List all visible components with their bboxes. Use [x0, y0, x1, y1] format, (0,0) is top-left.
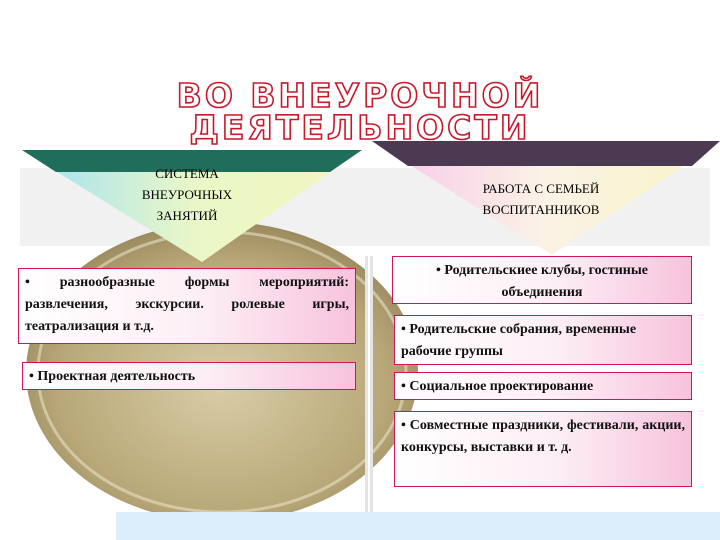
left-item-activities: • разнообразные формы мероприятий: развл… — [18, 268, 356, 344]
right-header-line-2: ВОСПИТАННИКОВ — [482, 202, 600, 217]
left-header-line-3: ЗАНЯТИЙ — [156, 208, 218, 223]
title-line-1: ВО ВНЕУРОЧНОЙ — [176, 75, 544, 116]
right-item-joint-events: • Совместные праздники, фестивали, акции… — [394, 411, 692, 487]
left-header-band — [22, 150, 362, 172]
right-header-line-1: РАБОТА С СЕМЬЕЙ — [482, 181, 600, 196]
right-header-text: РАБОТА С СЕМЬЕЙ ВОСПИТАННИКОВ — [436, 178, 646, 220]
left-header-line-2: ВНЕУРОЧНЫХ — [141, 187, 233, 202]
bottom-bar — [116, 512, 720, 540]
left-header-line-1: СИСТЕМА — [155, 166, 219, 181]
left-header-text: СИСТЕМА ВНЕУРОЧНЫХ ЗАНЯТИЙ — [92, 163, 282, 226]
right-item-social-design: • Социальное проектирование — [394, 372, 692, 400]
title-line-2: ДЕЯТЕЛЬНОСТИ — [189, 107, 531, 148]
left-header-triangle — [22, 150, 362, 262]
right-header-triangle — [372, 141, 720, 255]
right-item-clubs: • Родительскиее клубы, гостиные объедине… — [392, 256, 692, 304]
right-header-band — [372, 141, 720, 166]
left-item-projects: • Проектная деятельность — [22, 362, 356, 390]
right-item-meetings: • Родительские собрания, временные рабоч… — [394, 315, 692, 365]
